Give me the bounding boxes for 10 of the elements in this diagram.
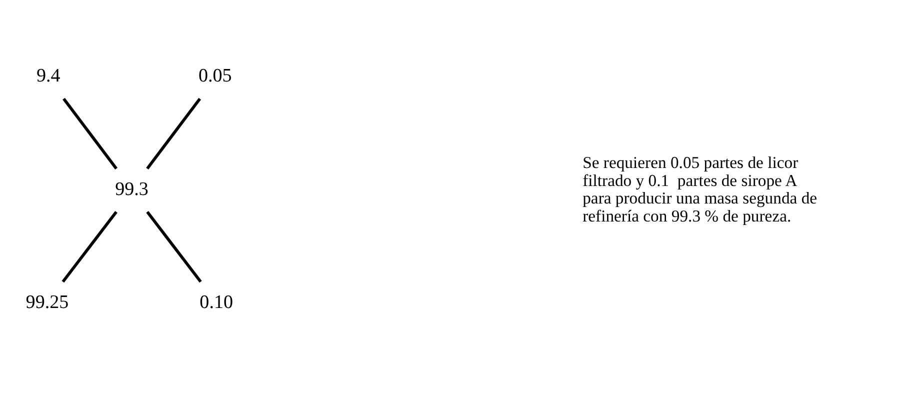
node-text: 0.05 bbox=[198, 66, 232, 87]
connector bbox=[62, 98, 118, 170]
label: Se requieren 0.05 partes de licor filtrado y 0.1 partes de sirope A para producir una masa segunda de refinería con 99.3 % de pureza. bbox=[582, 152, 818, 226]
node-text: 99.3 bbox=[115, 178, 148, 200]
node-text: 0.10 bbox=[200, 292, 234, 314]
node-text: 99.25 bbox=[26, 292, 69, 314]
connector bbox=[146, 210, 202, 283]
connector bbox=[62, 210, 118, 283]
connector bbox=[146, 98, 202, 170]
node-text: 9.4 bbox=[36, 66, 60, 87]
